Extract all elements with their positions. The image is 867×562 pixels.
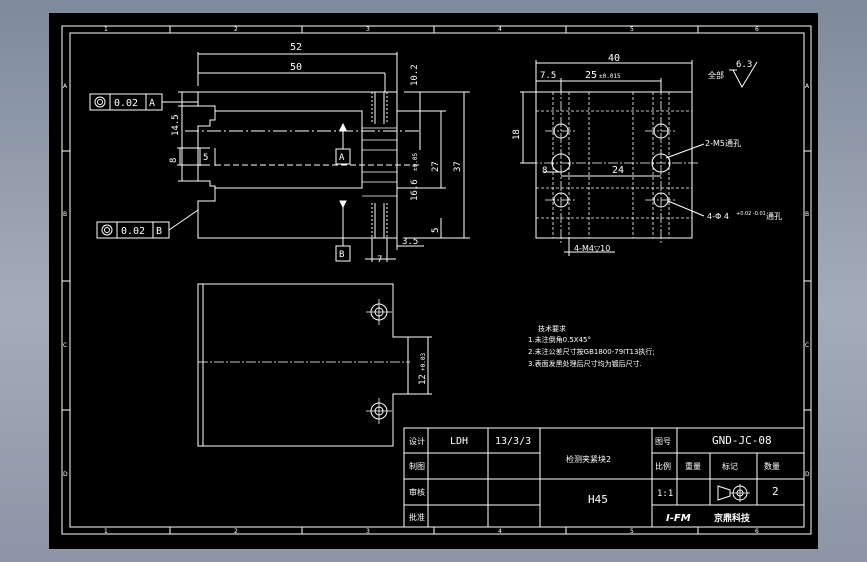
gtol-bottom-datum: B <box>156 226 162 237</box>
border-mark-bottom-3: 3 <box>366 528 370 535</box>
tb-company-name: 京鼎科技 <box>714 512 751 524</box>
border-mark-top-2: 2 <box>234 26 238 33</box>
datum-a-label: A <box>339 153 345 163</box>
gtol-bottom-value: 0.02 <box>121 226 145 237</box>
side-view <box>520 60 758 256</box>
tech-notes-title: 技术要求 <box>538 324 566 333</box>
tb-label-approve: 批准 <box>409 512 425 522</box>
border-mark-left-d: D <box>63 471 68 478</box>
dim-16-6: 16.6 <box>410 179 420 201</box>
top-dim-12: 12 <box>418 374 428 385</box>
side-dim-24: 24 <box>612 165 624 176</box>
top-view <box>197 283 432 447</box>
title-block <box>403 427 805 528</box>
tb-standard-label: 标记 <box>722 461 738 471</box>
dim-50: 50 <box>290 62 302 73</box>
border-mark-left-c: C <box>63 342 67 349</box>
datum-b-label: B <box>339 250 344 260</box>
tb-ratio-label: 比例 <box>655 461 671 471</box>
dim-27: 27 <box>431 161 441 172</box>
border-mark-right-b: B <box>805 211 809 218</box>
border-mark-left-b: B <box>63 211 67 218</box>
tb-company-logo: I-FM <box>666 513 691 524</box>
tech-note-1: 1.未注倒角0.5X45° <box>528 335 591 344</box>
front-view <box>89 52 470 262</box>
tb-quantity-label: 数量 <box>764 461 780 471</box>
tb-label-design: 设计 <box>409 436 425 446</box>
tb-designer: LDH <box>450 436 468 447</box>
dim-16-6-tolerance: ±0.05 <box>412 153 419 171</box>
side-dim-18: 18 <box>512 129 522 140</box>
border-mark-top-6: 6 <box>755 26 759 33</box>
side-dim-25-tolerance: ±0.015 <box>599 73 621 80</box>
note-m4-tapped: 4-M4▽10 <box>574 244 610 253</box>
dim-10-2: 10.2 <box>410 64 420 86</box>
dim-37: 37 <box>453 161 463 172</box>
gtol-top-datum: A <box>149 98 155 109</box>
tb-material: H45 <box>588 493 608 506</box>
border-mark-right-a: A <box>805 83 810 90</box>
tb-date: 13/3/3 <box>495 436 531 447</box>
tech-note-2: 2.未注公差尺寸按GB1800-79IT13执行; <box>528 347 655 356</box>
border-mark-top-5: 5 <box>630 26 634 33</box>
dim-52: 52 <box>290 42 302 53</box>
border-mark-bottom-2: 2 <box>234 528 238 535</box>
border-mark-bottom-4: 4 <box>498 528 502 535</box>
dim-8: 8 <box>169 158 179 163</box>
dim-3-5: 3.5 <box>402 237 418 247</box>
border-mark-right-c: C <box>805 342 809 349</box>
dim-7: 7 <box>377 255 382 265</box>
border-mark-bottom-5: 5 <box>630 528 634 535</box>
border-mark-top-4: 4 <box>498 26 502 33</box>
tb-quantity-value: 2 <box>772 485 779 498</box>
border-mark-bottom-6: 6 <box>755 528 759 535</box>
border-mark-top-3: 3 <box>366 26 370 33</box>
note-pin-holes-tolerance: +0.02 -0.01 <box>736 211 766 217</box>
gtol-top-value: 0.02 <box>114 98 138 109</box>
tb-drawing-number: GND-JC-08 <box>712 434 772 447</box>
border-mark-bottom-1: 1 <box>104 528 108 535</box>
tb-label-drawing: 制图 <box>409 461 425 471</box>
dim-14-5: 14.5 <box>171 114 181 136</box>
side-dim-8: 8 <box>542 166 547 176</box>
dim-5-right: 5 <box>431 228 441 233</box>
side-dim-40: 40 <box>608 53 620 64</box>
note-m5-through: 2-M5通孔 <box>705 138 741 148</box>
roughness-value: 6.3 <box>736 60 752 70</box>
top-dim-12-tolerance: +0.03 <box>420 353 427 371</box>
tb-ratio-value: 1:1 <box>657 489 673 499</box>
border-mark-right-d: D <box>805 471 810 478</box>
border-mark-top-1: 1 <box>104 26 108 33</box>
side-dim-7-5: 7.5 <box>540 71 556 81</box>
tb-weight-label: 重量 <box>685 461 701 471</box>
outer-frame <box>61 25 812 535</box>
side-dim-25: 25 <box>585 70 597 81</box>
note-pin-holes: 4-Φ 4 <box>707 212 729 221</box>
border-mark-left-a: A <box>63 83 68 90</box>
tb-drawing-label: 图号 <box>655 437 671 446</box>
dim-5-left: 5 <box>203 153 208 163</box>
note-pin-holes-suffix: 通孔 <box>766 211 782 221</box>
roughness-label: 全部 <box>708 70 724 80</box>
tb-part-name: 检测夹紧块2 <box>566 454 611 464</box>
tech-note-3: 3.表面发黑处理后尺寸均为镀后尺寸. <box>528 359 642 368</box>
tb-label-review: 审核 <box>409 487 425 497</box>
